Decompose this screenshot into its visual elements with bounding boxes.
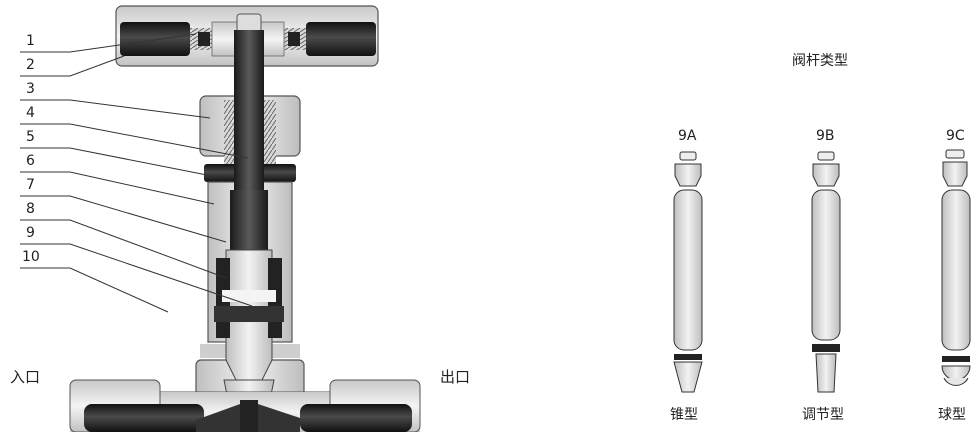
callout-8: 8: [26, 201, 35, 217]
callout-9: 9: [26, 225, 35, 241]
stem-9a-name: 锥型: [670, 407, 698, 423]
callout-1: 1: [26, 33, 35, 49]
stem-9c-drawing: [941, 149, 971, 386]
callout-lines: [20, 33, 253, 313]
callout-3: 3: [26, 81, 35, 97]
callout-6: 6: [26, 153, 35, 169]
callout-4: 4: [26, 105, 35, 121]
stem-9c-name: 球型: [938, 407, 966, 423]
outlet-label: 出口: [440, 368, 471, 386]
callout-2: 2: [26, 57, 35, 73]
valve-body: [69, 379, 421, 432]
stem-types-title: 阀杆类型: [792, 53, 848, 69]
handle: [115, 5, 379, 67]
inlet-label: 入口: [10, 368, 41, 386]
stem-9b-code: 9B: [816, 128, 835, 144]
stem-9c-code: 9C: [946, 128, 965, 144]
callout-10: 10: [22, 249, 40, 265]
stem-9a-drawing: [673, 151, 703, 393]
stem-9b-name: 调节型: [802, 407, 844, 423]
callout-5: 5: [26, 129, 35, 145]
stem-9a-code: 9A: [678, 128, 697, 144]
callout-7: 7: [26, 177, 35, 193]
stem: [214, 30, 284, 432]
stem-9b-drawing: [811, 151, 841, 393]
